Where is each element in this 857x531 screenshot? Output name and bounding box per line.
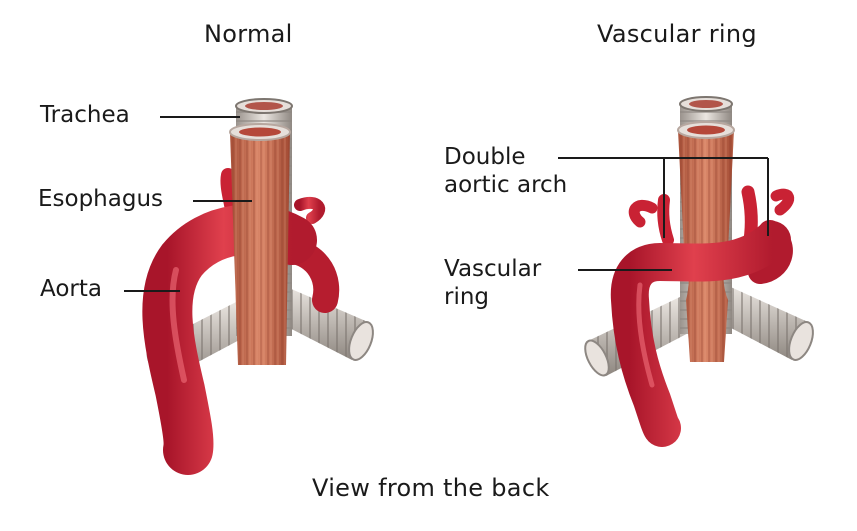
caption: View from the back <box>312 474 550 502</box>
trachea-label: Trachea <box>40 102 130 128</box>
vascular-ring-diagram <box>558 96 814 447</box>
ring-vascular-ring <box>610 221 791 447</box>
normal-right-bronchus <box>270 285 374 361</box>
vascular-ring-label-line1: Vascular <box>444 256 542 282</box>
normal-title: Normal <box>204 20 293 48</box>
esophagus-label: Esophagus <box>38 186 164 212</box>
vascular-ring-title: Vascular ring <box>597 20 757 48</box>
double-aortic-arch-label-line2: aortic arch <box>444 172 568 198</box>
normal-esophagus <box>229 123 291 365</box>
vascular-ring-label-line2: ring <box>444 284 490 310</box>
normal-diagram <box>124 98 374 475</box>
double-aortic-arch-leader <box>558 157 769 238</box>
aorta-label: Aorta <box>40 276 102 302</box>
double-aortic-arch-label-line1: Double <box>444 144 526 170</box>
ring-right-bronchus <box>712 284 814 361</box>
